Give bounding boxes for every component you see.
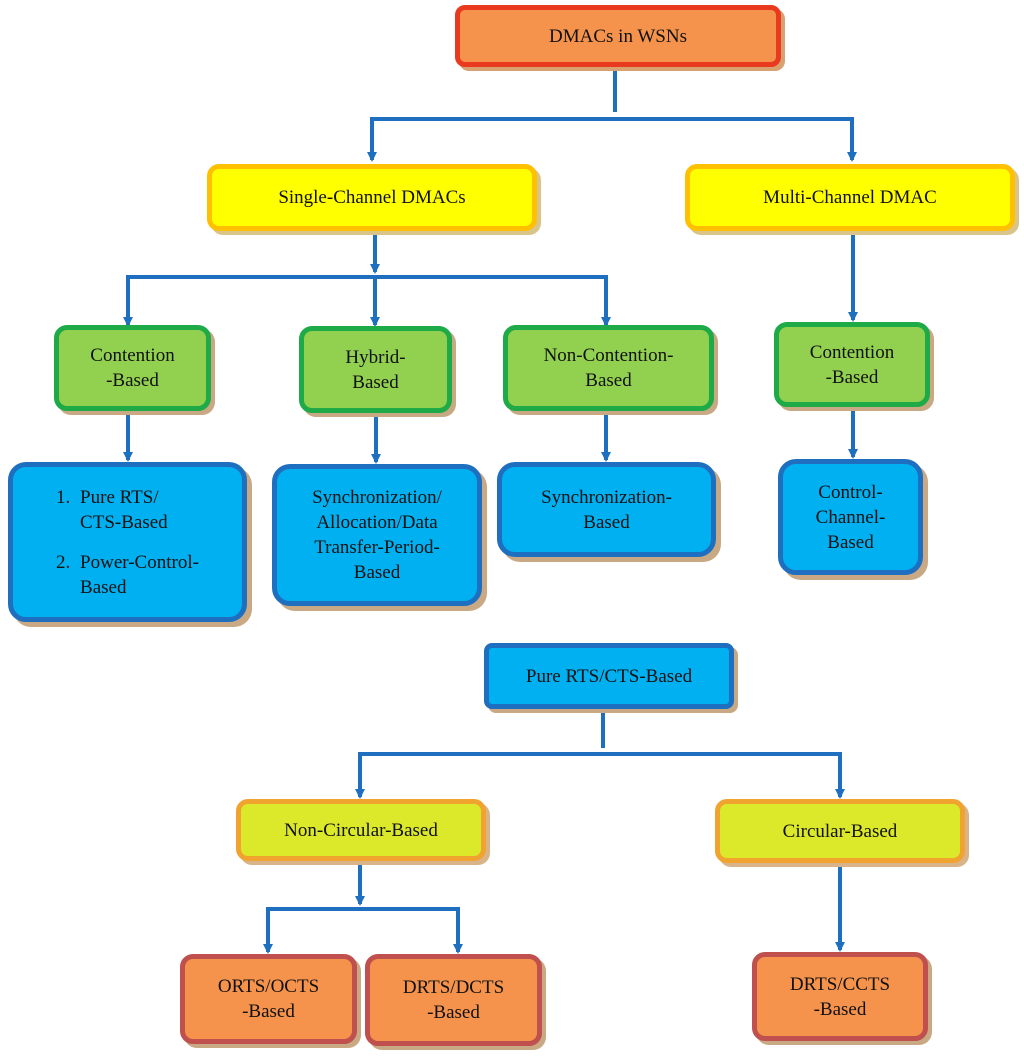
node-pure-rts: Pure RTS/CTS-Based [484, 643, 734, 709]
node-root-label: DMACs in WSNs [549, 25, 687, 47]
node-sc-noncontention: Non-Contention- Based [503, 325, 714, 411]
node-circular: Circular-Based [715, 799, 965, 863]
node-sc-hybrid: Hybrid- Based [299, 326, 452, 413]
list-item-number: 1. [56, 486, 71, 508]
node-orts-octs-line-1: ORTS/OCTS [217, 976, 320, 997]
node-sc-noncontention-line-1: Non-Contention- [543, 345, 674, 366]
node-root: DMACs in WSNs [455, 5, 781, 67]
node-hybrid-details: Synchronization/ Allocation/Data Transfe… [272, 464, 482, 606]
node-mc-details-line-1: Control- [818, 481, 883, 503]
node-drts-ccts-line-1: DRTS/CCTS [789, 973, 891, 995]
node-hybrid-details-line-4: Based [353, 562, 401, 583]
node-drts-dcts: DRTS/DCTS -Based [365, 954, 542, 1046]
node-mc-details: Control- Channel- Based [778, 459, 923, 575]
node-drts-dcts-line-2: -Based [427, 1002, 480, 1023]
node-sc-contention-line-2: -Based [106, 370, 159, 391]
node-non-circular-label: Non-Circular-Based [284, 819, 438, 841]
node-mc-contention-line-1: Contention [809, 341, 895, 363]
node-contention-details: 1. Pure RTS/ CTS-Based 2. Power-Control-… [8, 462, 247, 622]
node-circular-label: Circular-Based [782, 820, 898, 842]
node-noncontention-details-line-1: Synchronization- [541, 486, 672, 508]
node-hybrid-details-line-3: Transfer-Period- [314, 537, 440, 558]
list-item: 2. Power-Control- Based [56, 550, 199, 600]
node-mc-contention-line-2: -Based [825, 366, 879, 388]
node-sc-contention-line-1: Contention [90, 345, 175, 366]
node-noncontention-details-line-2: Based [583, 511, 630, 533]
contention-item-list: 1. Pure RTS/ CTS-Based 2. Power-Control-… [56, 485, 199, 600]
node-multi-channel-label: Multi-Channel DMAC [763, 187, 937, 208]
list-item-line-2: CTS-Based [80, 511, 168, 533]
node-drts-ccts-line-2: -Based [813, 998, 867, 1020]
node-non-circular: Non-Circular-Based [236, 799, 486, 861]
node-single-channel-label: Single-Channel DMACs [278, 187, 466, 208]
list-item-line-2: Based [80, 576, 127, 598]
node-mc-details-line-3: Based [827, 531, 874, 553]
node-orts-octs-line-2: -Based [242, 1001, 295, 1022]
node-sc-hybrid-line-2: Based [352, 371, 399, 393]
node-mc-details-line-2: Channel- [815, 506, 886, 528]
list-item: 1. Pure RTS/ CTS-Based [56, 485, 199, 535]
list-item-line-1: Power-Control- [80, 551, 199, 573]
node-pure-rts-label: Pure RTS/CTS-Based [525, 665, 693, 687]
node-hybrid-details-line-2: Allocation/Data [316, 512, 438, 533]
list-item-line-1: Pure RTS/ [80, 486, 159, 508]
node-noncontention-details: Synchronization- Based [497, 462, 716, 557]
node-sc-contention: Contention -Based [54, 325, 211, 411]
node-sc-hybrid-line-1: Hybrid- [345, 346, 406, 368]
node-orts-octs: ORTS/OCTS -Based [180, 954, 357, 1044]
node-sc-noncontention-line-2: Based [585, 370, 632, 391]
list-item-number: 2. [56, 551, 71, 573]
node-drts-ccts: DRTS/CCTS -Based [752, 952, 928, 1041]
node-hybrid-details-line-1: Synchronization/ [312, 487, 442, 508]
node-multi-channel: Multi-Channel DMAC [685, 164, 1015, 231]
node-mc-contention: Contention -Based [774, 322, 930, 407]
node-drts-dcts-line-1: DRTS/DCTS [402, 977, 505, 998]
node-single-channel: Single-Channel DMACs [207, 164, 537, 231]
connector-root-bar [370, 117, 854, 157]
